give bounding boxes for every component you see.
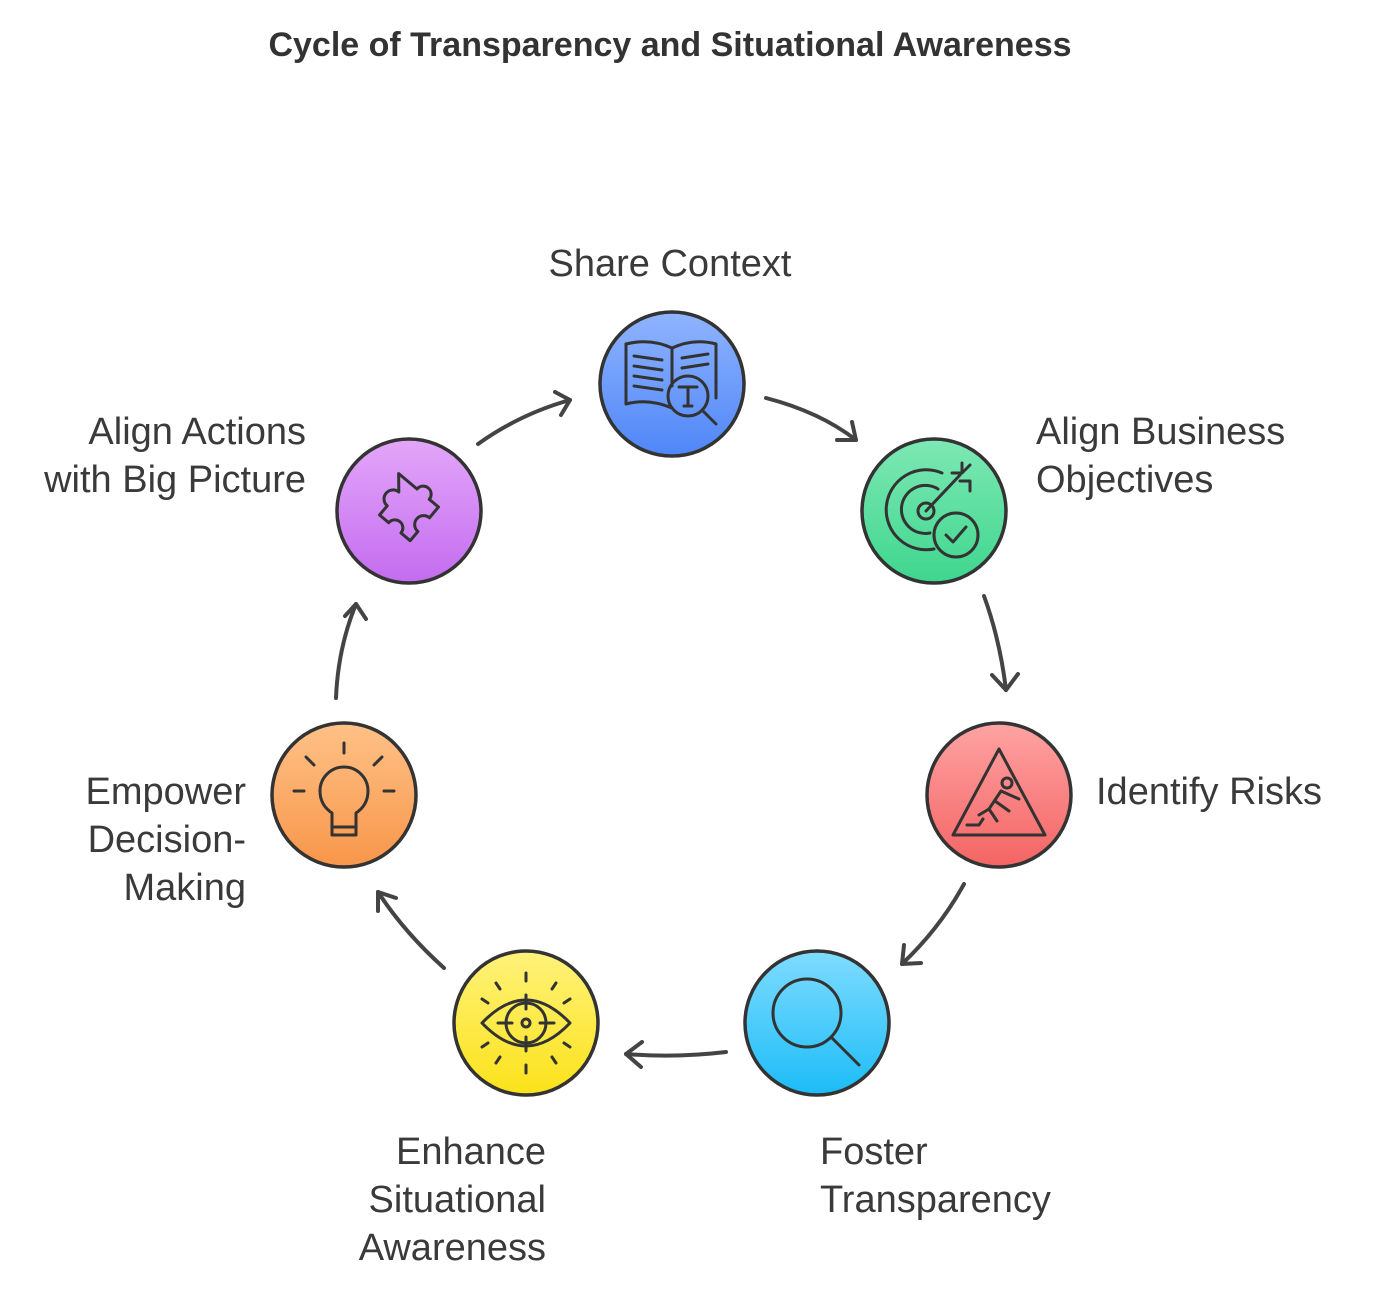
arrow-share-to-align (764, 396, 858, 442)
arrow-decision-to-actions (334, 602, 368, 700)
step-label-share-context: Share Context (548, 243, 792, 285)
arrow-actions-to-share (476, 390, 572, 446)
arrow-transparency-to-awareness (624, 1040, 728, 1069)
magnifier-icon (771, 977, 861, 1067)
warning-fall-icon (951, 747, 1047, 837)
step-label-foster-transparency: Foster Transparency (820, 1131, 1051, 1221)
eye-target-icon (480, 971, 572, 1075)
arrow-awareness-to-decision (376, 890, 446, 970)
step-circle-foster-transparency (743, 949, 891, 1097)
step-label-identify-risks: Identify Risks (1096, 771, 1322, 813)
step-label-align-business: Align Business Objectives (1036, 411, 1286, 501)
book-search-icon (624, 340, 718, 426)
step-circle-align-actions (335, 437, 483, 585)
step-label-enhance-awareness: Enhance Situational Awareness (358, 1131, 546, 1269)
diagram-title: Cycle of Transparency and Situational Aw… (268, 26, 1072, 64)
lightbulb-icon (292, 741, 396, 837)
puzzle-icon (378, 472, 440, 543)
arrow-risks-to-transparency (900, 882, 966, 966)
step-circle-enhance-awareness (452, 949, 600, 1097)
step-label-align-actions: Align Actions with Big Picture (44, 411, 306, 501)
arrow-align-to-risks (982, 594, 1020, 692)
step-label-empower-decision: Empower Decision- Making (85, 771, 247, 909)
target-check-icon (884, 461, 980, 559)
